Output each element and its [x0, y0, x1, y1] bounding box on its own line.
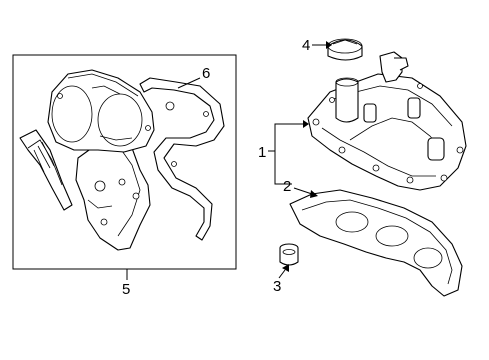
- callout-1-bracket: [274, 123, 303, 185]
- callout-3-arrow: [282, 264, 289, 272]
- spark-plug-tube-seal: [279, 243, 299, 266]
- callout-2: 2: [283, 178, 291, 195]
- callout-6: 6: [202, 65, 210, 82]
- valve-cover-gasket: [289, 189, 463, 297]
- oil-filler-cap: [327, 38, 363, 61]
- timing-guide-strip: [19, 129, 73, 211]
- callout-2-arrow: [310, 190, 318, 198]
- callout-3-leader: [278, 269, 286, 279]
- upper-timing-cover: [47, 69, 155, 153]
- valve-cover: [307, 51, 467, 191]
- timing-cover-kit-frame: [12, 54, 237, 270]
- timing-cover-gasket: [139, 77, 225, 241]
- callout-6-leader: [177, 77, 201, 89]
- callout-2-leader: [293, 187, 313, 195]
- callout-1-arrow-upper: [303, 120, 309, 128]
- callout-4-arrow: [326, 41, 332, 49]
- callout-1: 1: [258, 144, 266, 161]
- timing-cover: [75, 139, 151, 251]
- callout-4: 4: [302, 37, 310, 54]
- callout-5: 5: [122, 281, 130, 298]
- callout-3: 3: [273, 278, 281, 295]
